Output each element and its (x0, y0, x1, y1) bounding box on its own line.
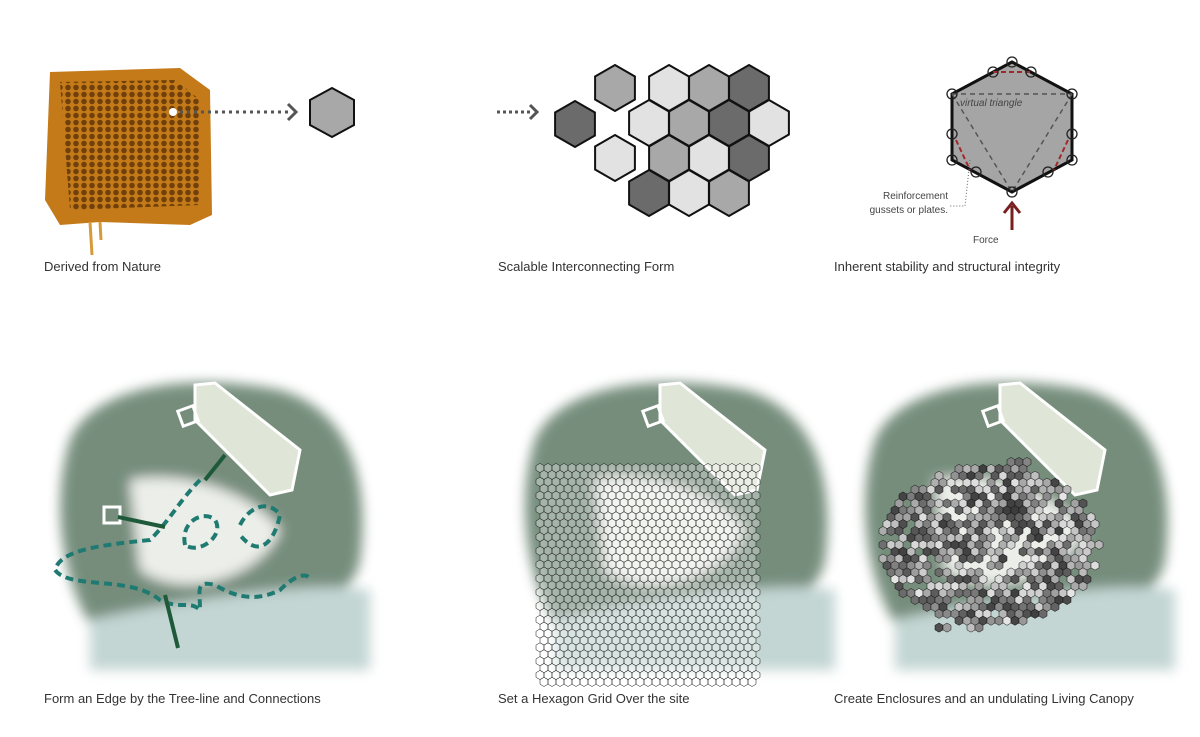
hexagon (1010, 615, 1020, 626)
hexagon (571, 677, 581, 687)
hexagon (723, 677, 733, 687)
hexagon (974, 622, 984, 633)
hexagon (691, 677, 701, 687)
hexagon (1010, 574, 1020, 585)
hexagon (1018, 546, 1028, 557)
hexagon (651, 677, 661, 687)
hexagon (886, 526, 896, 536)
hexagon (635, 677, 645, 687)
hexagon (1078, 581, 1088, 592)
hexagon (914, 574, 924, 585)
hexagon (910, 595, 920, 605)
hexagon (547, 677, 557, 687)
hexagon (739, 677, 749, 687)
site-plan (525, 381, 835, 670)
hexagon (579, 677, 589, 687)
hexagon (966, 622, 976, 633)
hexagon (1046, 526, 1056, 536)
hexagon (731, 677, 741, 687)
living-canopy (878, 457, 1104, 633)
hexagon (699, 677, 709, 687)
hexagon (668, 168, 710, 218)
hexagon (942, 553, 952, 564)
site-plan (52, 381, 370, 670)
hexagon (878, 526, 888, 536)
hexagon (974, 553, 984, 564)
hexagon (950, 484, 960, 495)
hexagon (708, 168, 750, 218)
hexagon (942, 608, 952, 619)
hexagon (934, 484, 944, 495)
reinforcement-label-2: gussets or plates. (869, 205, 948, 216)
hexagon (555, 677, 565, 687)
hexagon (603, 677, 613, 687)
hexagon (627, 677, 637, 687)
hexagon (934, 553, 944, 564)
honeycomb-image (45, 68, 212, 256)
hexagon (934, 622, 944, 633)
hexagon (594, 133, 636, 183)
hexagon (1090, 560, 1100, 571)
hexagon (659, 677, 669, 687)
hexagon (611, 677, 621, 687)
tree-line-edge (52, 478, 312, 615)
hexagon-cluster (554, 63, 790, 218)
caption-stability: Inherent stability and structural integr… (834, 259, 1061, 274)
hexagon (934, 498, 944, 509)
hexagon (563, 677, 573, 687)
hexagon (994, 560, 1004, 571)
caption-scalable: Scalable Interconnecting Form (498, 259, 675, 274)
hexagon (1018, 615, 1028, 626)
hexagon (954, 505, 964, 516)
single-hexagon (309, 86, 355, 139)
hexagon (707, 677, 717, 687)
hexagon (942, 622, 952, 633)
hexagon (594, 63, 636, 113)
force-label: Force (973, 235, 999, 246)
hexagon (683, 677, 693, 687)
hexagon (1030, 608, 1040, 619)
hexagon (954, 615, 964, 626)
hexagon (595, 677, 605, 687)
hexagon (966, 553, 976, 564)
hexagon (986, 560, 996, 571)
hexagon (1050, 602, 1060, 612)
hexagon (922, 602, 932, 612)
hexagon (1006, 539, 1016, 550)
hexagon (954, 588, 964, 598)
caption-nature: Derived from Nature (44, 259, 162, 274)
virtual-triangle-label: virtual triangle (960, 98, 1023, 109)
hexagon (942, 498, 952, 509)
hexagon (675, 677, 685, 687)
hexagon (619, 677, 629, 687)
hexagon (747, 677, 757, 687)
hexagon (643, 677, 653, 687)
hexagon (539, 677, 549, 687)
hexagon (1094, 539, 1104, 550)
hexagon (554, 99, 596, 149)
hexagon (878, 539, 888, 550)
reinforcement-label: Reinforcement (882, 191, 948, 202)
hexagon-grid (535, 463, 761, 687)
hexagon (906, 574, 916, 585)
structural-hexagon (946, 56, 1078, 230)
dotted-arrow (180, 102, 299, 122)
caption-enclosures: Create Enclosures and an undulating Livi… (834, 691, 1134, 706)
hexagon (1062, 595, 1072, 605)
hexagon (994, 615, 1004, 626)
hexagon (934, 567, 944, 578)
hexagon (1002, 615, 1012, 626)
hexagon (934, 608, 944, 619)
hexagon (1038, 608, 1048, 619)
hexagon (986, 615, 996, 626)
hexagon (715, 677, 725, 687)
hexagon (1034, 533, 1044, 543)
hexagon (898, 588, 908, 598)
hexagon (667, 677, 677, 687)
hexagon (587, 677, 597, 687)
caption-edge: Form an Edge by the Tree-line and Connec… (44, 691, 321, 706)
hexagon (628, 168, 670, 218)
dotted-arrow-2 (497, 103, 540, 121)
caption-grid: Set a Hexagon Grid Over the site (498, 691, 690, 706)
